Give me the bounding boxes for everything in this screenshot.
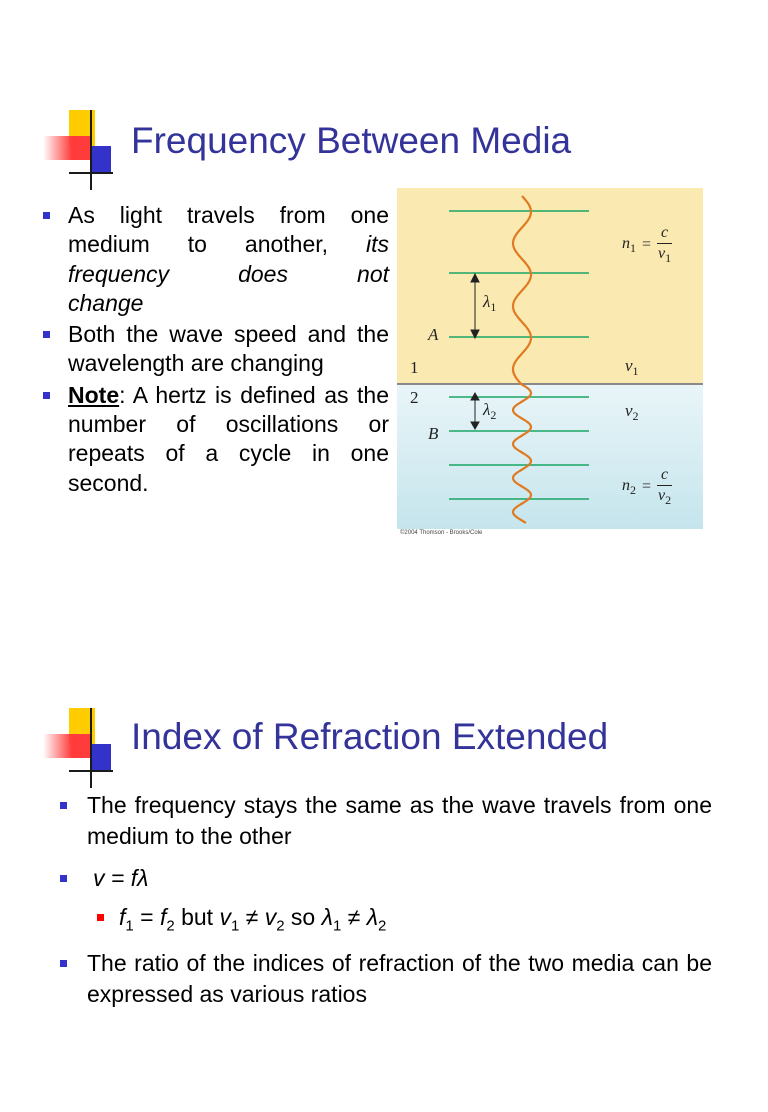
- lambda-1-label: λ1: [483, 292, 497, 314]
- bullet-item: The frequency stays the same as the wave…: [60, 790, 712, 852]
- bullet-text-line: frequency does not: [68, 260, 389, 287]
- bullet-text: Both the wave speed and the wavelength a…: [68, 321, 389, 377]
- bullet-list: As light travels from one medium to anot…: [43, 201, 389, 498]
- slide-index-of-refraction-extended: Index of Refraction Extended The frequen…: [0, 600, 768, 1112]
- bullet-text-line: As light travels from one: [68, 202, 389, 228]
- bullet-square-icon: [43, 331, 50, 339]
- slide-logo-icon: [43, 110, 113, 190]
- note-label: Note: [68, 381, 120, 408]
- bullet-square-icon: [43, 212, 50, 219]
- bullet-square-icon: [60, 875, 67, 882]
- bullet-text-line: change: [68, 289, 144, 316]
- sub-bullet-text: f1 = f2 but v1 ≠ v2 so λ1 ≠ λ2: [119, 904, 387, 935]
- bullet-item: As light travels from one medium to anot…: [43, 201, 389, 318]
- light-wave-path: [511, 195, 533, 524]
- bullet-text: The ratio of the indices of refraction o…: [87, 949, 712, 1007]
- medium-2-number: 2: [410, 388, 419, 407]
- bullet-square-icon: [60, 802, 67, 809]
- medium-1-region: [397, 188, 703, 384]
- sub-bullet-item: f1 = f2 but v1 ≠ v2 so λ1 ≠ λ2: [60, 902, 712, 942]
- bullet-square-icon: [43, 391, 50, 399]
- point-a-label: A: [428, 325, 439, 344]
- slide-frequency-between-media: Frequency Between Media As light travels…: [0, 0, 768, 536]
- slide-title: Index of Refraction Extended: [131, 716, 609, 757]
- media-boundary: [397, 383, 703, 385]
- wave-diagram: [449, 195, 589, 524]
- v2-label: v2: [625, 401, 639, 423]
- bullet-item: The ratio of the indices of refraction o…: [60, 948, 712, 1010]
- point-b-label: B: [428, 424, 439, 443]
- bullet-item: Both the wave speed and the wavelength a…: [43, 320, 389, 379]
- medium-2-region: [397, 384, 703, 529]
- bullet-text: The frequency stays the same as the wave…: [87, 792, 712, 849]
- slide-title: Frequency Between Media: [131, 120, 572, 161]
- bullet-item: v = fλ: [60, 863, 712, 894]
- wavelength-2-arrow: [470, 391, 480, 431]
- note-text: : A hertz is defined as the number of os…: [68, 381, 389, 496]
- bullet-list: The frequency stays the same as the wave…: [60, 790, 712, 1010]
- v1-label: v1: [625, 356, 639, 378]
- equation-v-f-lambda: v = fλ: [93, 865, 149, 891]
- medium-1-number: 1: [410, 358, 419, 377]
- bullet-item: Note: A hertz is defined as the number o…: [43, 381, 389, 498]
- sub-bullet-square-icon: [97, 914, 104, 921]
- wavelength-1-arrow: [470, 272, 480, 340]
- slide-logo-icon: [43, 708, 113, 788]
- lambda-2-label: λ2: [483, 400, 497, 422]
- bullet-square-icon: [60, 959, 67, 967]
- figure-copyright: ©2004 Thomson - Brooks/Cole: [400, 530, 483, 536]
- bullet-text-line: medium to another, its: [68, 231, 389, 258]
